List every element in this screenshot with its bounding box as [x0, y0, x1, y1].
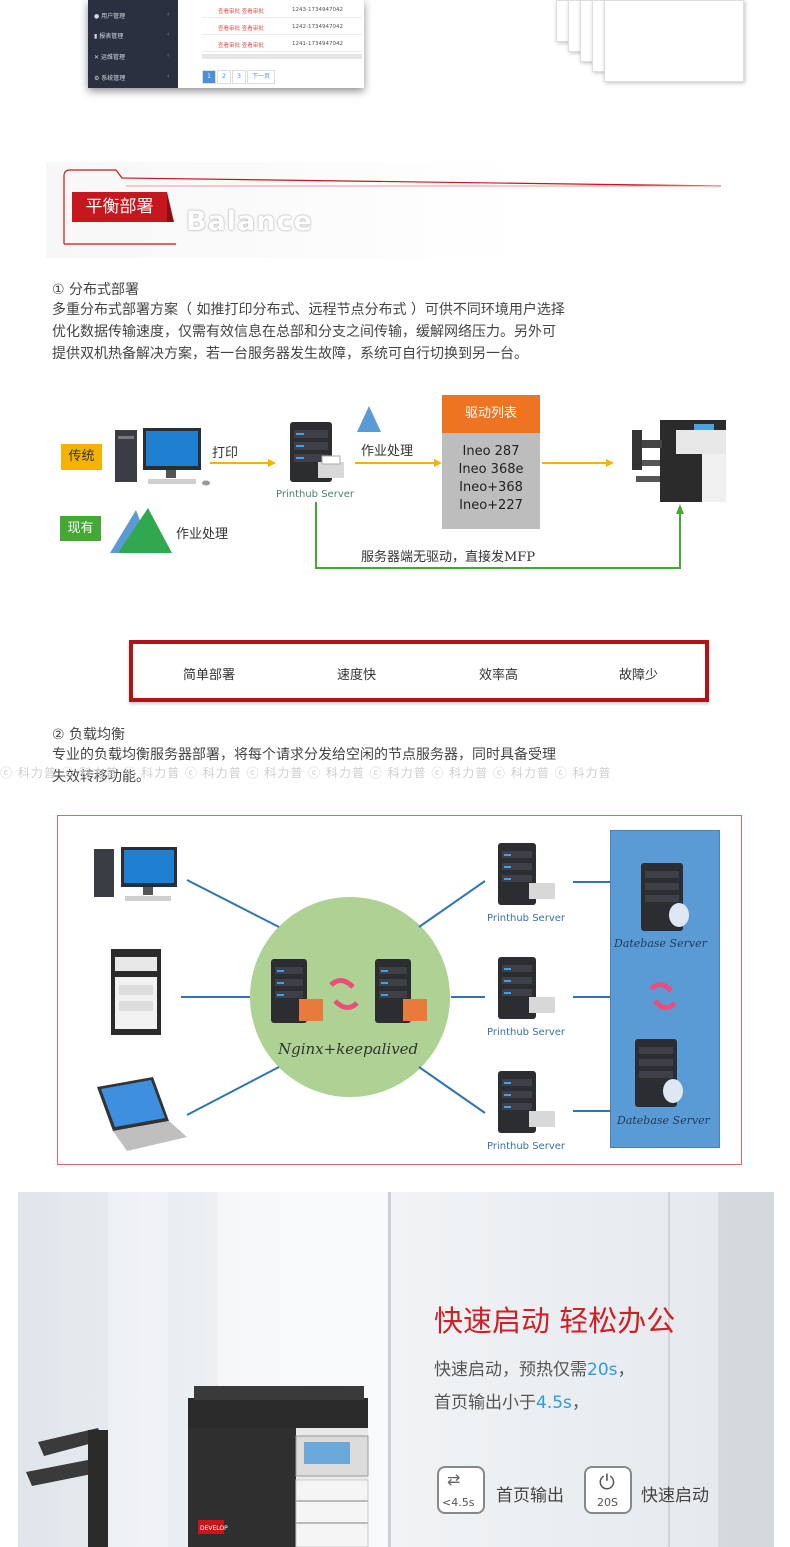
server-icon	[498, 1071, 555, 1133]
table-row: 查看审批 查看审批 1241-1734947042	[202, 36, 362, 52]
driver-item: Ineo 287	[462, 444, 520, 459]
driver-item: Ineo 368e	[458, 462, 524, 477]
copier-image: DEVELOP	[26, 1386, 369, 1547]
table-row: 查看审批 查看审批 1242-1734947042	[202, 19, 362, 35]
sidebar-item-ops[interactable]: ✕ 运维管理	[94, 54, 125, 61]
watermark: ⓒ 科力普 ⓒ 科力普 ⓒ 科力普 ⓒ 科力普 ⓒ 科力普 ⓒ 科力普 ⓒ 科力…	[0, 766, 612, 780]
feature-item: 故障少	[619, 668, 659, 683]
load-balancer-label: Nginx+keepalived	[278, 1040, 419, 1058]
desktop-computer-icon	[94, 847, 177, 901]
section1-line: 提供双机热备解决方案，若一台服务器发生故障，系统可自行切换到另一台。	[52, 346, 528, 362]
direct-send-label: 服务器端无驱动，直接发MFP	[361, 550, 536, 565]
sidebar-item-system[interactable]: ⚙ 系统管理	[94, 75, 126, 82]
laptop-icon	[97, 1077, 187, 1151]
section1-line: 多重分布式部署方案（ 如推打印分布式、远程节点分布式 ）可供不同环境用户选择	[52, 302, 565, 318]
server-icon	[375, 959, 427, 1023]
scrollbar[interactable]	[202, 54, 362, 59]
driver-list-title: 驱动列表	[442, 395, 540, 433]
hero-banner	[18, 1192, 774, 1547]
driver-list: Ineo 287 Ineo 368e Ineo+368 Ineo+227	[442, 433, 540, 529]
section2-line: 专业的负载均衡服务器部署，将每个请求分发给空闲的节点服务器，同时具备受理	[52, 747, 556, 763]
banner-frame	[63, 169, 722, 245]
database-server-icon	[641, 863, 689, 931]
server-icon	[498, 843, 555, 905]
sidebar-item-users[interactable]: ● 用户管理	[94, 13, 126, 20]
job-label-bottom: 作业处理	[176, 527, 229, 542]
quick-start-label: 快速启动	[641, 1486, 709, 1506]
next-page[interactable]: 下一页	[247, 70, 275, 84]
section2-line: 失效转移功能。	[52, 769, 150, 785]
server-icon	[271, 959, 323, 1023]
paper-sheet	[604, 0, 744, 82]
mfp-printer-icon	[632, 420, 726, 502]
hero-line-1: 快速启动，预热仅需20s，	[434, 1360, 635, 1380]
database-label: Datebase Server	[614, 937, 707, 950]
database-label: Datebase Server	[617, 1114, 710, 1127]
sync-arrows-icon	[329, 978, 359, 1010]
print-label: 打印	[212, 446, 239, 461]
job-label-top: 作业处理	[361, 444, 414, 459]
section1-heading: ① 分布式部署	[52, 282, 140, 298]
feature-item: 速度快	[337, 668, 377, 683]
server-icon	[498, 957, 555, 1019]
server-label: Printhub Server	[487, 1027, 565, 1038]
power-icon: ⏻ 20S	[584, 1466, 632, 1514]
table-row: 查看审批 查看审批 1243-1734947042	[202, 2, 362, 18]
desktop-computer-icon	[115, 428, 210, 486]
sync-arrows-icon	[649, 982, 677, 1010]
load-balance-graphics	[94, 843, 689, 1151]
page-2[interactable]: 2	[217, 70, 231, 84]
admin-screenshot: ● 用户管理 ▮ 报表管理 ✕ 运维管理 ⚙ 系统管理 ‹ ‹ ‹ ‹ 查看审批…	[88, 0, 364, 88]
printer-brand: DEVELOP	[200, 1525, 228, 1532]
feature-item: 简单部署	[183, 668, 236, 683]
server-label: Printhub Server	[276, 489, 354, 500]
server-label: Printhub Server	[487, 913, 565, 924]
hero-title: 快速启动 轻松办公	[434, 1304, 676, 1338]
driver-item: Ineo+227	[459, 498, 523, 513]
driver-item: Ineo+368	[459, 480, 523, 495]
admin-sidebar: ● 用户管理 ▮ 报表管理 ✕ 运维管理 ⚙ 系统管理 ‹ ‹ ‹ ‹	[88, 0, 178, 88]
mfp-printer-icon	[111, 949, 161, 1035]
section1-line: 优化数据传输速度，仅需有效信息在总部和分支之间传输，缓解网络压力。另外可	[52, 324, 556, 340]
first-page-output-label: 首页输出	[496, 1486, 564, 1506]
features-box: 简单部署 速度快 效率高 故障少	[129, 640, 709, 702]
deployment-diagram	[110, 406, 726, 569]
server-icon	[290, 422, 344, 482]
server-label: Printhub Server	[487, 1141, 565, 1152]
feature-item: 效率高	[479, 668, 519, 683]
section2-heading: ② 负载均衡	[52, 727, 126, 743]
sidebar-item-reports[interactable]: ▮ 报表管理	[94, 33, 124, 40]
section-ghost-title: Balance	[186, 206, 313, 237]
database-server-icon	[635, 1039, 683, 1107]
current-triangle-icon	[110, 508, 172, 553]
first-page-output-icon: ⇄ <4.5s	[437, 1466, 485, 1514]
page-3[interactable]: 3	[232, 70, 246, 84]
section-tag: 平衡部署	[72, 192, 167, 222]
label-current: 现有	[60, 516, 101, 541]
hero-line-2: 首页输出小于4.5s，	[434, 1393, 589, 1413]
label-traditional: 传统	[61, 444, 102, 470]
job-triangle-icon	[357, 406, 381, 432]
page-1[interactable]: 1	[202, 70, 216, 84]
